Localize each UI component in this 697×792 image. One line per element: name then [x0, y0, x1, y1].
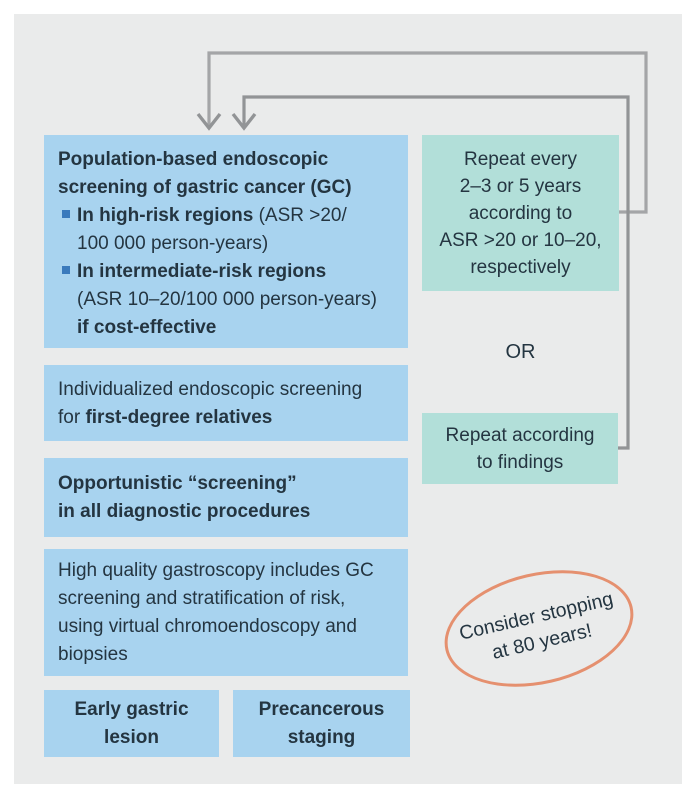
- box-repeat-every: Repeat every 2–3 or 5 years according to AS…: [422, 135, 619, 291]
- text-line: High quality gastroscopy includes GC: [58, 560, 374, 581]
- text-line: Population-based endoscopic: [58, 149, 329, 170]
- text-line: using virtual chromoendoscopy and: [58, 616, 357, 637]
- text-line: staging: [287, 726, 356, 748]
- bullet-square-icon: [62, 210, 70, 218]
- box-early-gastric-lesion: Early gastric lesion: [44, 690, 219, 757]
- text-line: if cost-effective: [77, 317, 217, 338]
- text-line: ASR >20 or 10–20,: [439, 229, 602, 251]
- box-precancerous-staging: Precancerous staging: [233, 690, 410, 757]
- text-line: according to: [468, 202, 573, 224]
- box-population-screening: Population-based endoscopic screening of …: [44, 135, 408, 348]
- text-line: Repeat every: [463, 148, 577, 170]
- text-line: lesion: [104, 726, 159, 748]
- box-individualized-screening: Individualized endoscopic screening for f…: [44, 365, 408, 441]
- text-line: 100 000 person-years): [77, 233, 269, 254]
- text-line: screening and stratification of risk,: [58, 588, 346, 609]
- text-line: to findings: [476, 451, 564, 473]
- text-line: Opportunistic “screening”: [58, 473, 297, 494]
- text-line: screening of gastric cancer (GC): [58, 177, 352, 198]
- box-repeat-findings: Repeat according to findings: [422, 413, 618, 484]
- or-label: OR: [505, 341, 536, 363]
- text-line: In high-risk regions (ASR >20/: [62, 202, 394, 230]
- text-line: Precancerous: [258, 698, 385, 720]
- text-line: Individualized endoscopic screening: [58, 379, 363, 400]
- bullet-square-icon: [62, 266, 70, 274]
- text-line: Repeat according: [445, 424, 595, 446]
- text-line: Early gastric: [74, 698, 189, 720]
- text-line: 2–3 or 5 years: [459, 175, 582, 197]
- text-line: for first-degree relatives: [58, 407, 273, 428]
- text-line: biopsies: [58, 644, 128, 665]
- box-high-quality-gastroscopy: High quality gastroscopy includes GC scre…: [44, 549, 408, 676]
- text-line: in all diagnostic procedures: [58, 501, 311, 522]
- box-opportunistic-screening: Opportunistic “screening” in all diagnost…: [44, 458, 408, 537]
- text-line: (ASR 10–20/100 000 person-years): [77, 289, 377, 310]
- text-line: In intermediate-risk regions: [62, 258, 394, 286]
- text-line: respectively: [470, 256, 571, 278]
